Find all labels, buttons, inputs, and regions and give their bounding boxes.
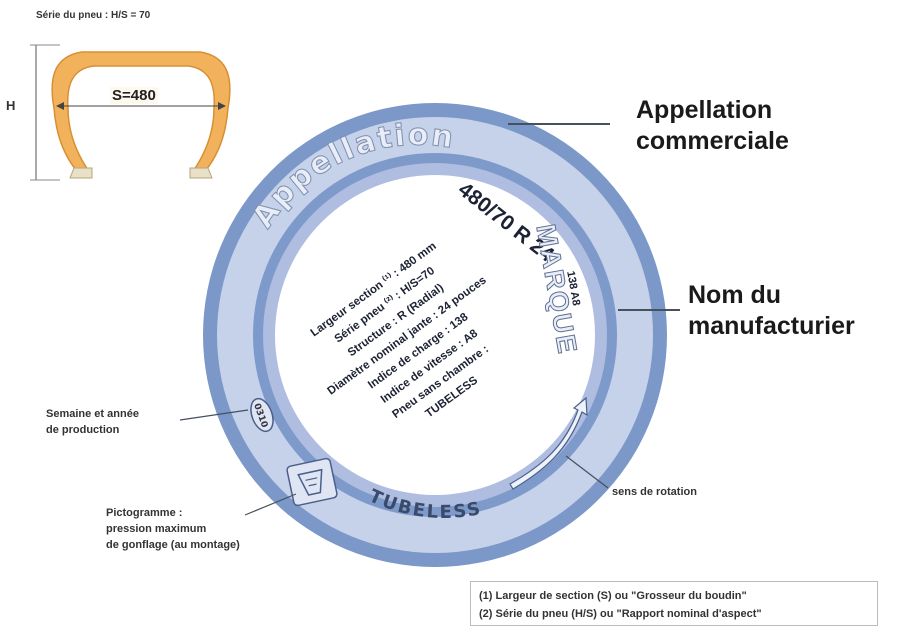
footnote-1: (1) Largeur de section (S) ou "Grosseur … [479, 590, 747, 602]
tire-center [275, 175, 595, 495]
callout-manufacturer-line-2: manufacturier [688, 312, 855, 340]
callout-pictogram-line-2: pression maximum [106, 523, 207, 535]
production-date-code: 0310 [250, 397, 274, 433]
footnote-2: (2) Série du pneu (H/S) ou "Rapport nomi… [479, 608, 762, 620]
callout-appellation-line-1: Appellation [636, 96, 773, 124]
profile-diagram [30, 44, 231, 181]
callout-manufacturer: Nom du manufacturier [688, 280, 855, 342]
callout-production-line-1: Semaine et année [46, 408, 139, 420]
callout-appellation-commerciale: Appellation commerciale [636, 95, 789, 157]
callout-line-production [179, 409, 249, 421]
callout-pictogram-line-1: Pictogramme : [106, 507, 183, 519]
callout-line-rotation [565, 455, 609, 489]
profile-s-label: S=480 [110, 87, 158, 104]
callout-production-line-2: de production [46, 424, 120, 436]
tire-profile-shape [51, 51, 231, 171]
callout-line-pictogram [244, 493, 297, 516]
callout-manufacturer-line-1: Nom du [688, 281, 782, 309]
pressure-pictogram-icon [286, 457, 338, 507]
callout-production-date: Semaine et année de production [46, 406, 139, 438]
callout-pictogram: Pictogramme : pression maximum de gonfla… [106, 505, 240, 553]
profile-title: Série du pneu : H/S = 70 [36, 10, 151, 21]
rim-flange-left [69, 167, 93, 179]
rim-flange-right [189, 167, 213, 179]
callout-rotation: sens de rotation [612, 486, 697, 498]
profile-h-label: H [6, 98, 16, 113]
rotation-arrow-icon [509, 396, 588, 490]
callout-pictogram-line-3: de gonflage (au montage) [106, 539, 240, 551]
footnotes-box: (1) Largeur de section (S) ou "Grosseur … [470, 581, 878, 626]
callout-appellation-line-2: commerciale [636, 127, 789, 155]
